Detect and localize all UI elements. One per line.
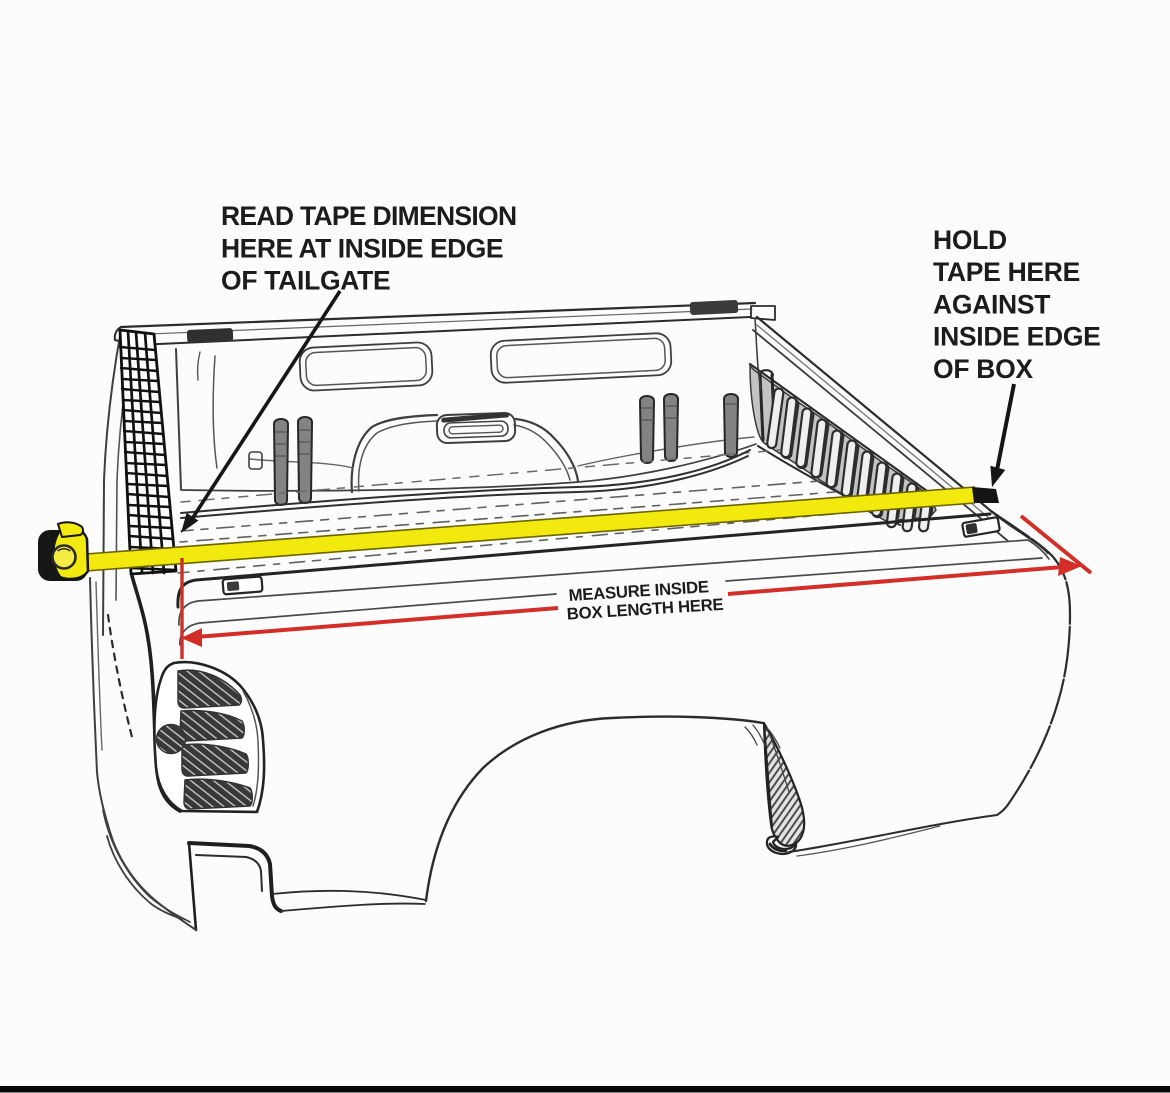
- svg-text:READ TAPE DIMENSION: READ TAPE DIMENSION: [221, 201, 516, 231]
- svg-text:AGAINST: AGAINST: [933, 289, 1050, 319]
- svg-text:OF BOX: OF BOX: [933, 354, 1033, 384]
- svg-text:HERE AT INSIDE EDGE: HERE AT INSIDE EDGE: [221, 233, 503, 263]
- svg-text:HOLD: HOLD: [933, 225, 1007, 255]
- svg-text:INSIDE EDGE: INSIDE EDGE: [933, 322, 1101, 352]
- svg-text:OF TAILGATE: OF TAILGATE: [221, 266, 390, 296]
- svg-text:TAPE HERE: TAPE HERE: [933, 257, 1080, 287]
